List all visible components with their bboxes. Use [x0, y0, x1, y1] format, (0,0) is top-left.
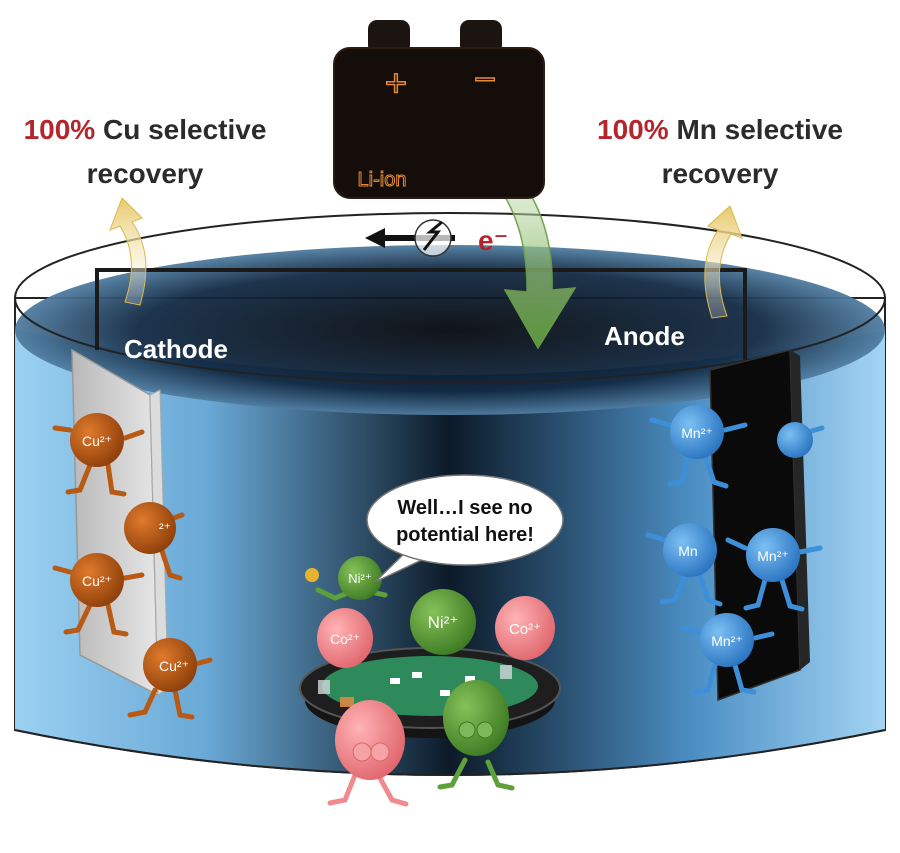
beaker [14, 212, 886, 776]
svg-text:Mn²⁺: Mn²⁺ [711, 633, 743, 649]
co-ion: Co²⁺ [317, 608, 373, 668]
electron-label: e⁻ [478, 225, 508, 256]
li-ion-battery [333, 20, 545, 199]
mn-recovery-text: Mn selective [676, 114, 843, 145]
cu-ion: Cu²⁺ [52, 413, 145, 497]
battery-plus-symbol: + [385, 63, 407, 105]
ni-ion: Ni²⁺ [305, 556, 388, 601]
svg-text:Co²⁺: Co²⁺ [509, 621, 541, 638]
svg-text:Mn²⁺: Mn²⁺ [757, 548, 789, 564]
co-ion: Co²⁺ [495, 596, 555, 660]
ni-ion: Ni²⁺ [410, 589, 476, 655]
mn-ion: Mn²⁺ [649, 405, 748, 489]
svg-text:²⁺: ²⁺ [159, 520, 171, 536]
mn-recovery-line2: recovery [661, 158, 779, 189]
electron-flow-arrow [365, 219, 455, 257]
mn-recovery-percent: 100% [597, 114, 669, 145]
mn-ion: Mn²⁺ [679, 613, 775, 695]
mn-ion: Mn [645, 523, 723, 607]
cu-ion: Cu²⁺ [127, 638, 213, 720]
speech-bubble [366, 474, 564, 583]
cu-ion: ²⁺ [124, 502, 185, 581]
co-ion-back [327, 700, 409, 807]
svg-text:Cu²⁺: Cu²⁺ [82, 433, 112, 449]
mn-recovery-arrow [704, 205, 743, 319]
svg-text:Co²⁺: Co²⁺ [330, 631, 360, 647]
cu-recovery-line2: recovery [86, 158, 204, 189]
svg-text:Cu²⁺: Cu²⁺ [82, 573, 112, 589]
anode-label: Anode [604, 321, 685, 351]
mn-ion: Mn²⁺ [725, 528, 823, 612]
battery-label: Li-ion [358, 169, 407, 191]
cu-ion: Cu²⁺ [52, 553, 145, 637]
cu-recovery-headline: 100% Cu selective recovery [0, 108, 290, 196]
mn-ion [777, 422, 825, 458]
ni-ion-back [437, 680, 515, 791]
cu-recovery-percent: 100% [23, 114, 96, 145]
cu-recovery-arrow [109, 197, 147, 306]
mn-recovery-headline: 100% Mn selective recovery [570, 108, 870, 196]
svg-text:Mn: Mn [678, 543, 697, 559]
svg-text:Ni²⁺: Ni²⁺ [348, 571, 371, 586]
speech-line-2: potential here! [396, 524, 534, 546]
svg-text:Cu²⁺: Cu²⁺ [159, 658, 189, 674]
svg-text:Ni²⁺: Ni²⁺ [428, 613, 459, 632]
cathode-label: Cathode [124, 334, 228, 364]
cu-recovery-text: Cu selective [102, 114, 267, 145]
battery-minus-symbol: − [474, 59, 496, 101]
speech-line-1: Well…I see no [397, 497, 532, 519]
svg-text:Mn²⁺: Mn²⁺ [681, 425, 713, 441]
circuit-wire [95, 268, 747, 360]
